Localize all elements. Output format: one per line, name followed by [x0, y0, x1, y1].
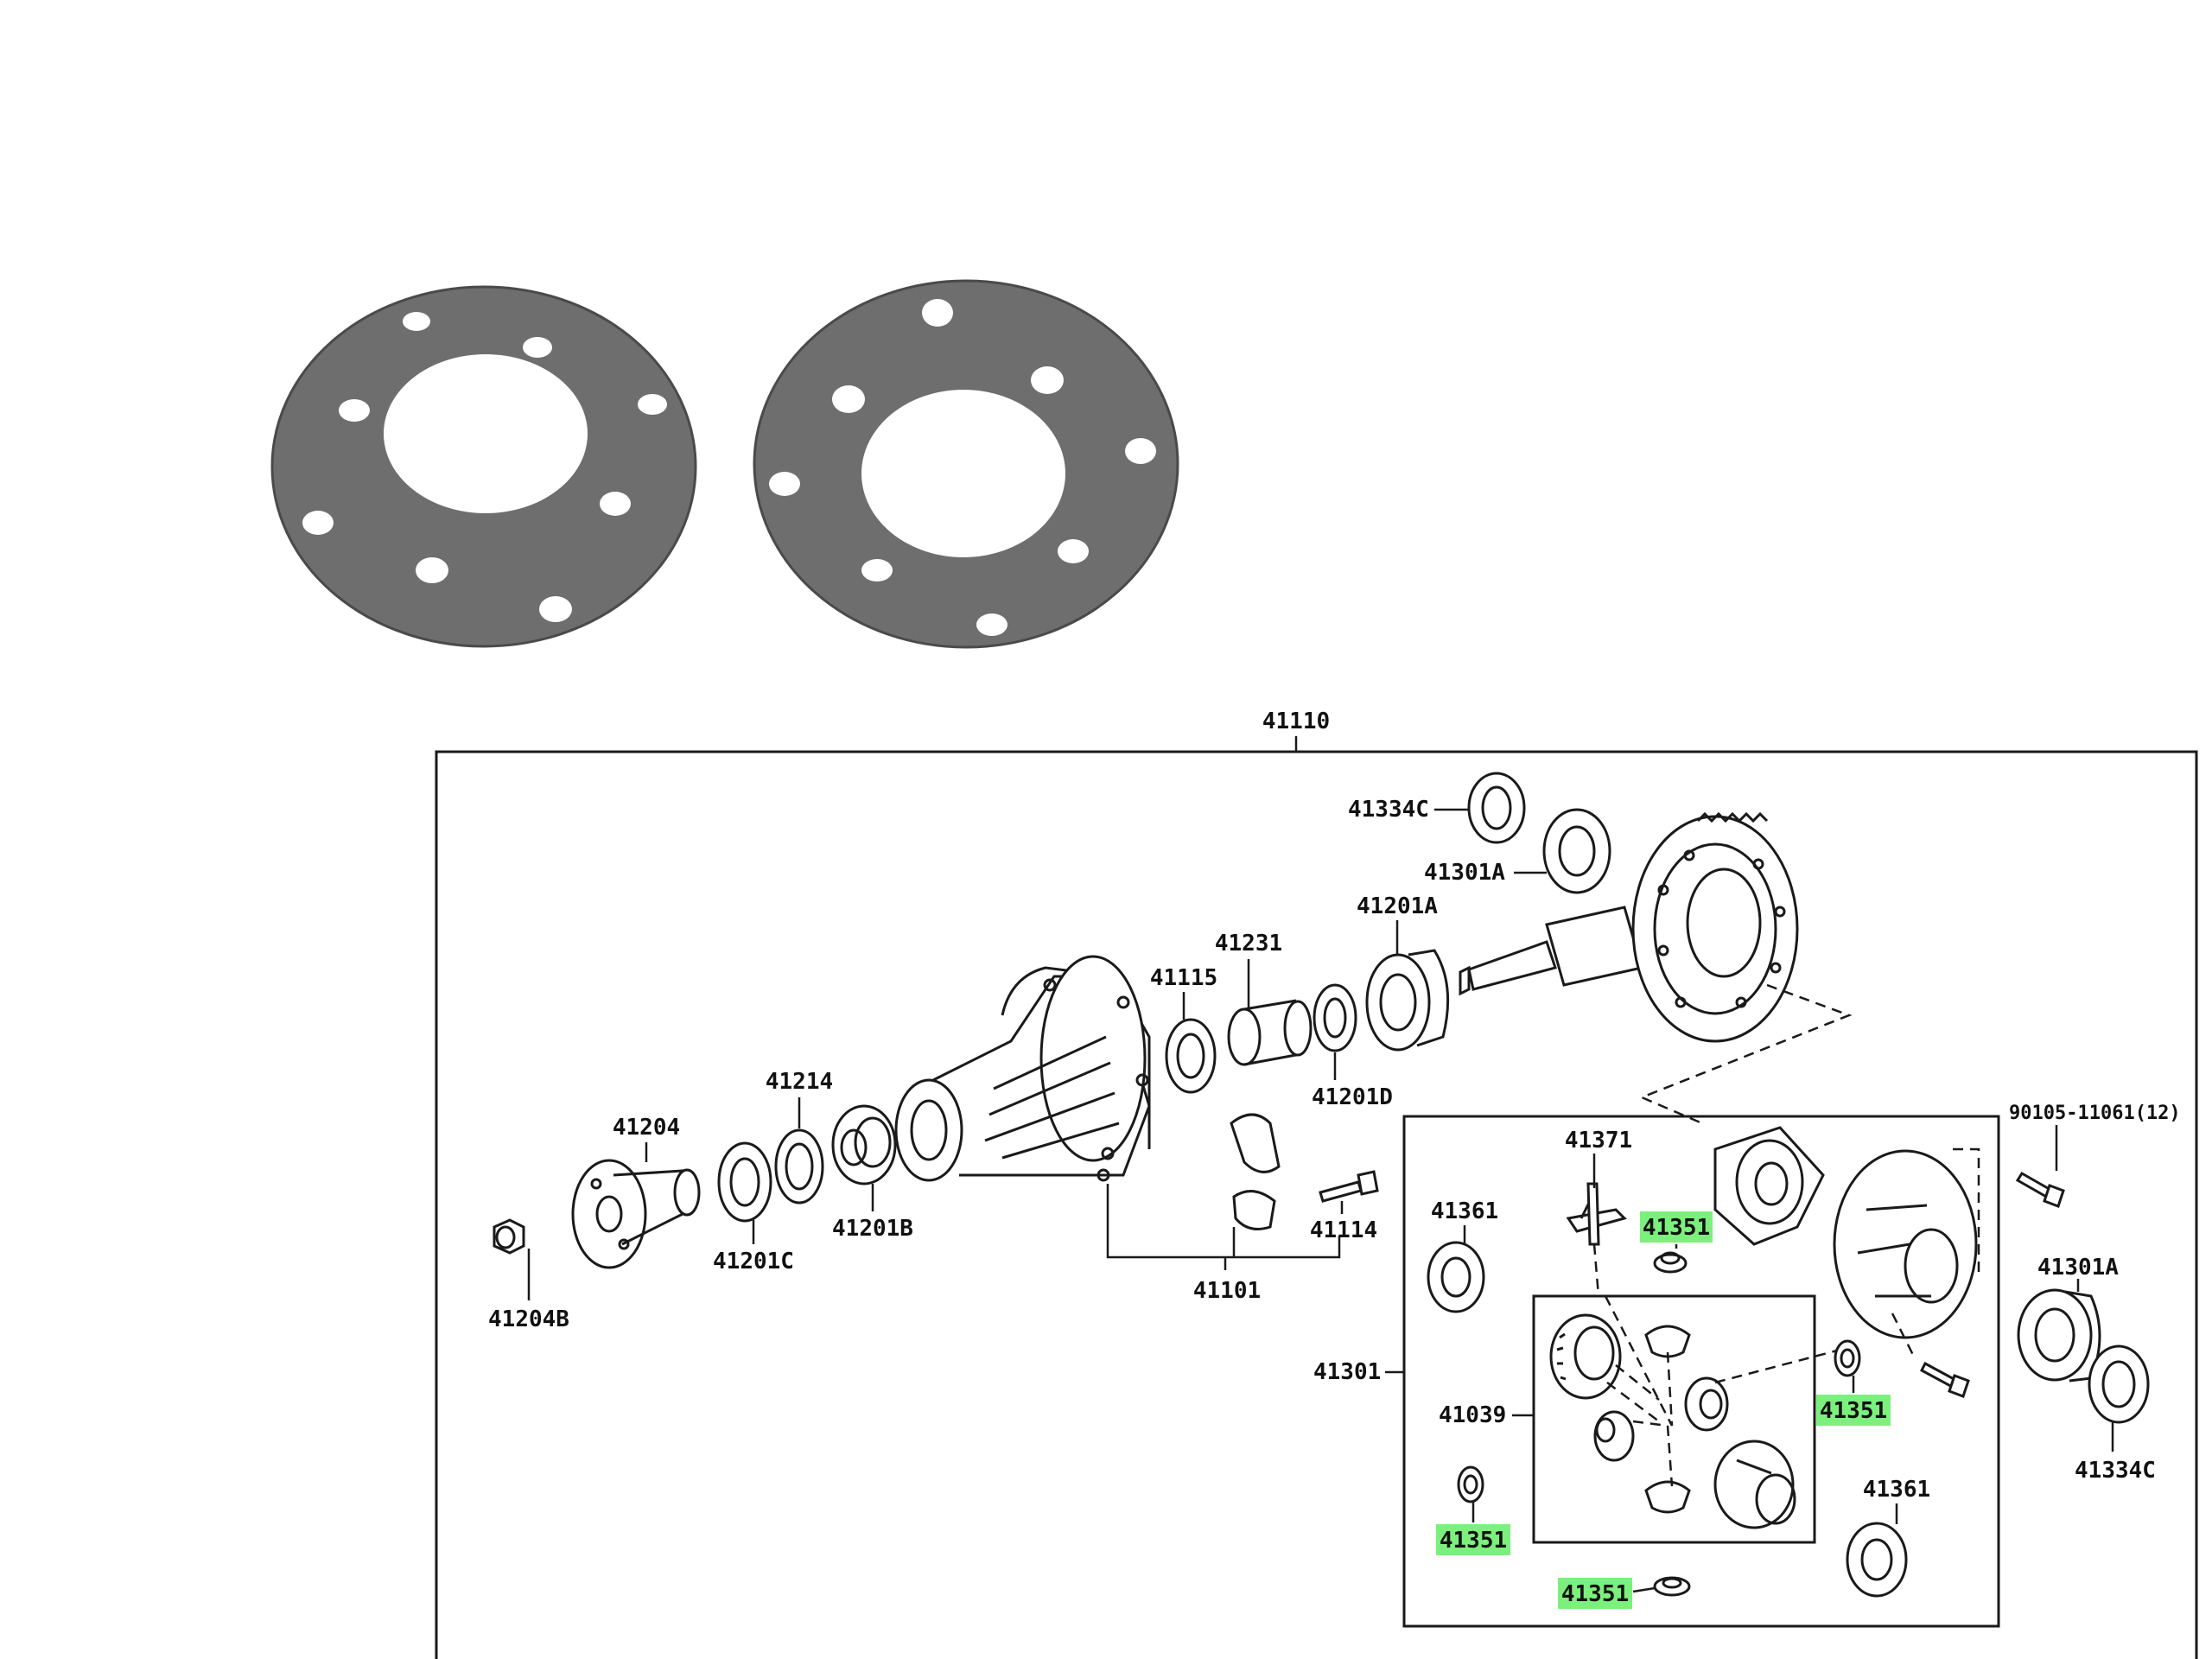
highlight-41351-c [1436, 1524, 1510, 1555]
part-diff-case-upper[interactable] [1713, 1126, 1825, 1246]
washer-left-center-hole [384, 354, 588, 513]
assembly-outer-box [435, 750, 2198, 1659]
label-41351-b: 41351 [1820, 1398, 1887, 1424]
part-side-gear-right[interactable] [1713, 1440, 1796, 1529]
part-differential-carrier[interactable] [894, 955, 1151, 1182]
label-41204: 41204 [613, 1115, 680, 1141]
label-41201D: 41201D [1312, 1084, 1393, 1110]
label-41231: 41231 [1215, 931, 1282, 957]
label-41351-d: 41351 [1561, 1581, 1629, 1607]
highlight-41351-a [1640, 1211, 1713, 1243]
part-41204B-nut[interactable]: 41204B [488, 1218, 569, 1332]
label-41204B: 41204B [488, 1306, 569, 1332]
part-41115-seal[interactable]: 41115 [1150, 965, 1217, 1094]
part-41351-washer-a[interactable]: 41351 [1640, 1211, 1713, 1274]
washer-left-bolt-hole [539, 596, 572, 622]
part-41101-bearing-caps[interactable]: 41101 [1106, 1113, 1341, 1304]
label-41301A-right: 41301A [2037, 1255, 2119, 1281]
label-41201B: 41201B [832, 1216, 913, 1242]
part-41334C-shim-right[interactable]: 41334C [2075, 1344, 2156, 1484]
label-41114: 41114 [1310, 1217, 1377, 1243]
part-pinion-gear-mid[interactable] [1684, 1376, 1729, 1432]
assembly-frame: 41110 [435, 709, 2198, 1659]
label-90105: 90105-11061(12) [2009, 1103, 2181, 1124]
shim-washer-left [270, 285, 697, 648]
label-41110: 41110 [1262, 709, 1330, 734]
label-41039: 41039 [1439, 1402, 1506, 1428]
washer-right-bolt-hole [1058, 539, 1089, 563]
label-41334C-top: 41334C [1348, 797, 1429, 823]
part-41214-washer[interactable]: 41214 [766, 1069, 833, 1205]
part-41301A-bearing-top[interactable]: 41301A [1424, 808, 1611, 894]
part-41201C-seal[interactable]: 41201C [713, 1141, 794, 1274]
part-pinion-gear-small[interactable] [1593, 1410, 1635, 1462]
label-41214: 41214 [766, 1069, 833, 1095]
part-diff-case-right[interactable] [1833, 1147, 1980, 1357]
part-41351-washer-c[interactable]: 41351 [1436, 1465, 1510, 1555]
part-case-bolt[interactable] [1920, 1361, 1970, 1398]
inner-dash-lines [1606, 1348, 1841, 1487]
part-41351-washer-d[interactable]: 41351 [1558, 1576, 1691, 1609]
shim-photo [270, 279, 1179, 649]
label-41115: 41115 [1150, 965, 1217, 991]
part-side-gear-left[interactable] [1549, 1313, 1622, 1400]
highlight-41351-b [1816, 1395, 1891, 1426]
washer-left-bolt-hole [600, 492, 631, 516]
label-41301: 41301 [1313, 1359, 1381, 1385]
label-41351-c: 41351 [1440, 1528, 1507, 1554]
label-41201C: 41201C [713, 1249, 794, 1274]
label-41101: 41101 [1193, 1278, 1261, 1304]
part-41371-spider[interactable]: 41371 [1565, 1128, 1674, 1427]
part-41231-spacer[interactable]: 41231 [1215, 931, 1313, 1066]
label-41301A-top: 41301A [1424, 860, 1505, 886]
part-41361-washer-top[interactable]: 41361 [1427, 1198, 1498, 1313]
washer-right-center-hole [861, 390, 1065, 557]
part-41361-washer-bottom[interactable]: 41361 [1846, 1477, 1930, 1598]
label-41334C-right: 41334C [2075, 1458, 2156, 1484]
washer-left-bolt-hole [523, 337, 552, 358]
washer-left-bolt-hole [638, 394, 667, 415]
part-pinion-gear-bottom[interactable] [1644, 1480, 1691, 1514]
part-41201A-bearing[interactable]: 41201A [1357, 893, 1450, 1052]
washer-right-bolt-hole [832, 385, 865, 413]
part-41201B-bearing[interactable]: 41201B [831, 1104, 913, 1242]
washer-left-bolt-hole [302, 511, 334, 535]
highlight-41351-d [1558, 1578, 1632, 1609]
part-41351-washer-b[interactable]: 41351 [1816, 1339, 1891, 1426]
washer-right-bolt-hole [769, 472, 800, 496]
label-41201A: 41201A [1357, 893, 1438, 919]
diff-case-box: 41301 41039 [1313, 1115, 2000, 1628]
label-41361-bottom: 41361 [1863, 1477, 1930, 1503]
shim-washer-right [753, 279, 1179, 649]
washer-right-bolt-hole [1125, 438, 1156, 464]
part-41201D-shim[interactable]: 41201D [1312, 983, 1393, 1110]
washer-right-bolt-hole [922, 299, 953, 327]
part-41301A-bearing-right[interactable]: 41301A [2017, 1255, 2119, 1382]
part-pinion-gear-top[interactable] [1644, 1325, 1691, 1358]
washer-right-bolt-hole [861, 559, 893, 582]
washer-left-bolt-hole [403, 312, 430, 331]
label-41371: 41371 [1565, 1128, 1632, 1154]
washer-left-bolt-hole [339, 399, 370, 422]
label-41351-a: 41351 [1643, 1215, 1710, 1241]
washer-right-bolt-hole [1031, 366, 1064, 394]
diff-gear-inner-box [1532, 1294, 1816, 1544]
part-41204-flange[interactable]: 41204 [571, 1115, 701, 1269]
label-41361-top: 41361 [1431, 1198, 1498, 1224]
washer-right-bolt-hole [976, 613, 1007, 636]
part-41334C-shim-top[interactable]: 41334C [1348, 772, 1526, 844]
part-41114-bolt[interactable]: 41114 [1310, 1170, 1379, 1243]
part-ring-and-pinion[interactable] [1459, 811, 1853, 1125]
washer-left-bolt-hole [416, 557, 448, 583]
part-90105-bolt[interactable]: 90105-11061(12) [2009, 1103, 2181, 1208]
